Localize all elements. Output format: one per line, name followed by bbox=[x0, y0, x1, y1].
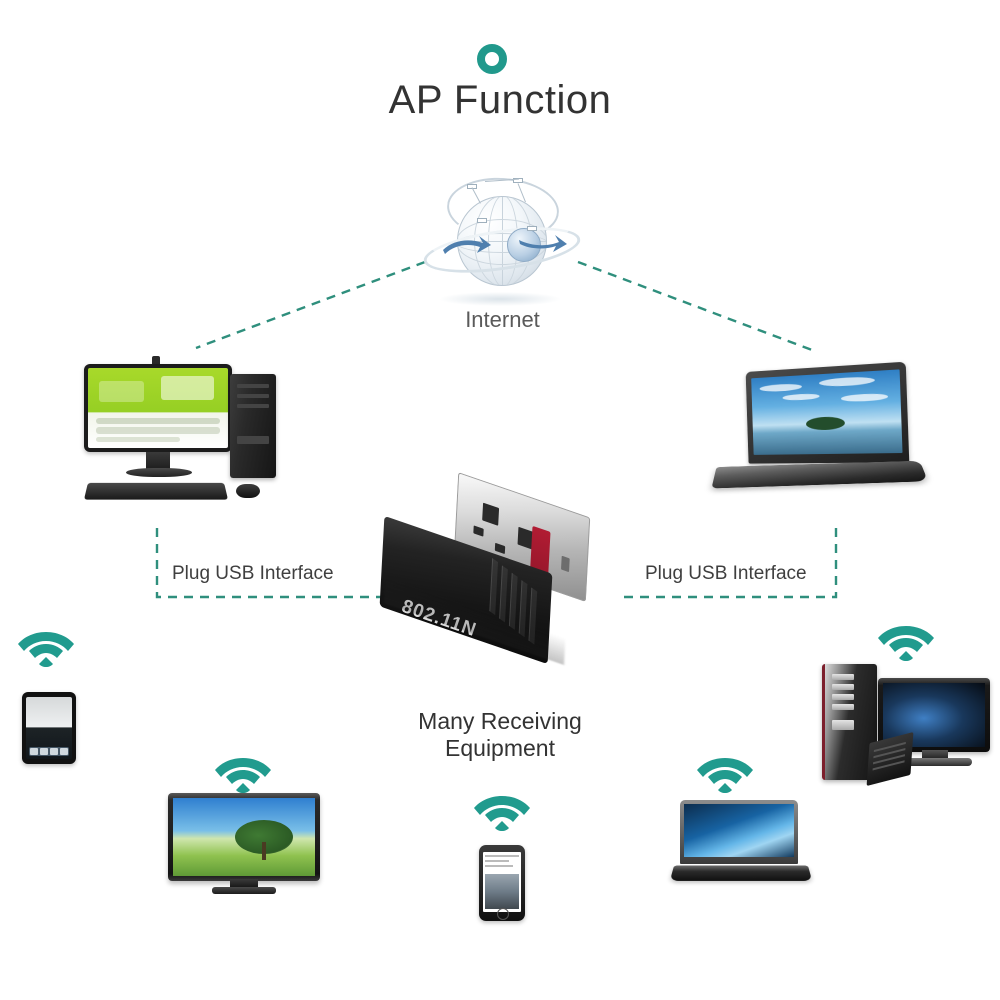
page-title: AP Function bbox=[388, 78, 612, 122]
monitor-neck bbox=[146, 452, 170, 470]
globe-arrow-right bbox=[519, 235, 567, 252]
keyboard bbox=[83, 482, 229, 500]
tv-frame bbox=[168, 793, 320, 881]
caption-line-1: Many Receiving bbox=[418, 708, 582, 734]
tablet-screen bbox=[26, 697, 72, 759]
caption-line-2: Equipment bbox=[445, 735, 555, 761]
tv-screen bbox=[173, 798, 315, 876]
television bbox=[168, 793, 320, 895]
globe-node bbox=[527, 226, 537, 231]
desktop-computer bbox=[78, 356, 303, 510]
globe-parallel bbox=[458, 219, 546, 265]
wifi-icon bbox=[474, 790, 530, 834]
tv-foot bbox=[212, 887, 276, 894]
laptop-computer bbox=[705, 361, 935, 515]
globe-arrow-left bbox=[443, 236, 491, 254]
laptop-lid bbox=[745, 361, 910, 464]
mouse bbox=[236, 484, 260, 498]
tablet-dock bbox=[29, 747, 69, 756]
tv-stand bbox=[230, 879, 258, 888]
home-button-icon bbox=[497, 908, 509, 920]
monitor-stand bbox=[922, 750, 948, 760]
laptop bbox=[669, 800, 813, 890]
wifi-icon bbox=[697, 752, 753, 796]
laptop-lid bbox=[680, 800, 798, 864]
monitor bbox=[84, 364, 232, 452]
tv-wallpaper-trunk bbox=[262, 841, 267, 860]
monitor-base bbox=[126, 468, 192, 477]
desktop-pc bbox=[822, 660, 992, 788]
laptop-screen bbox=[684, 804, 794, 857]
globe-icon bbox=[415, 174, 590, 303]
webcam-icon bbox=[152, 356, 160, 366]
wifi-icon bbox=[878, 620, 934, 664]
globe-node bbox=[513, 178, 523, 183]
globe-parallel bbox=[458, 233, 546, 253]
line-internet-to-laptop bbox=[577, 260, 813, 352]
pc-tower bbox=[230, 374, 276, 478]
phone-content-image bbox=[485, 874, 519, 909]
line-internet-to-desktop bbox=[195, 260, 426, 350]
globe-node bbox=[477, 218, 487, 223]
laptop-base bbox=[711, 460, 929, 489]
plug-usb-interface-label-right: Plug USB Interface bbox=[645, 563, 807, 584]
tablet bbox=[22, 692, 76, 764]
laptop-screen bbox=[751, 369, 903, 455]
wifi-icon bbox=[215, 752, 271, 796]
pc-tower bbox=[822, 664, 877, 780]
monitor-screen bbox=[88, 368, 228, 448]
many-receiving-equipment-label: Many Receiving Equipment bbox=[380, 708, 620, 762]
smartphone bbox=[479, 845, 525, 921]
phone-screen bbox=[483, 852, 521, 912]
ring-icon bbox=[477, 44, 507, 74]
monitor-foot bbox=[902, 758, 972, 766]
wifi-icon bbox=[18, 626, 74, 670]
laptop-base bbox=[669, 865, 813, 881]
internet-label: Internet bbox=[465, 307, 540, 332]
usb-wifi-adapter: 802.11N bbox=[378, 472, 623, 667]
plug-usb-interface-label-left: Plug USB Interface bbox=[172, 563, 334, 584]
globe-shadow bbox=[440, 292, 560, 306]
